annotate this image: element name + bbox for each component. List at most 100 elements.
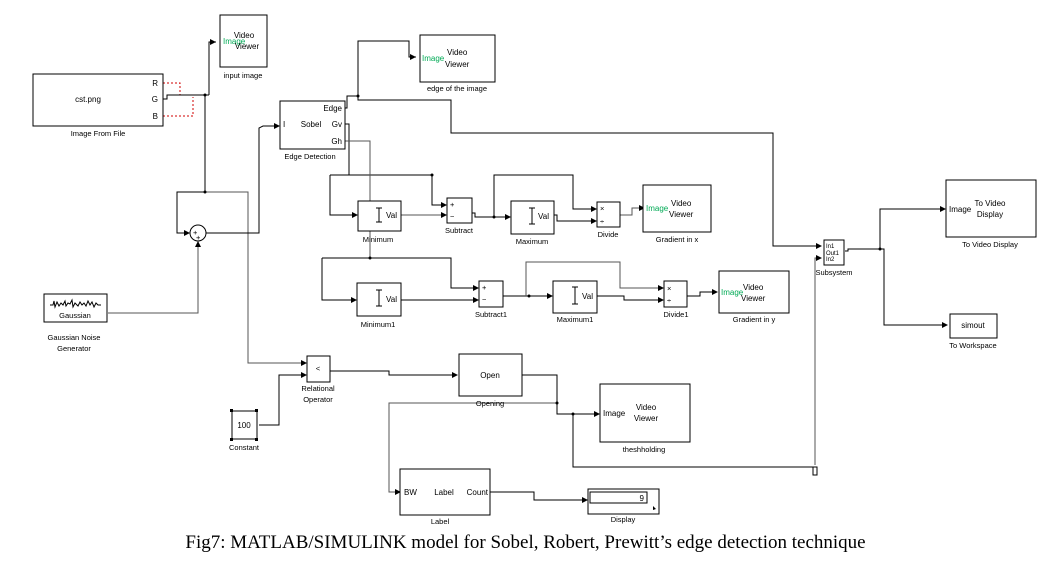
port-image: Image bbox=[721, 288, 744, 297]
port-bw: BW bbox=[404, 488, 417, 497]
image-from-file-block[interactable]: cst.png R G B Image From File bbox=[32, 73, 164, 138]
junction-dots bbox=[203, 93, 882, 416]
block-label: Subtract bbox=[445, 226, 474, 235]
block-label: Subtract1 bbox=[475, 310, 507, 319]
svg-text:Val: Val bbox=[386, 211, 397, 220]
svg-text:Val: Val bbox=[582, 292, 593, 301]
edge-detection-block[interactable]: I Sobel Edge Gv Gh Edge Detection bbox=[279, 100, 346, 161]
input-image-viewer-block[interactable]: Video Image Viewer input image bbox=[219, 14, 268, 80]
svg-text:+: + bbox=[193, 228, 198, 237]
figure-caption: Fig7: MATLAB/SIMULINK model for Sobel, R… bbox=[185, 532, 866, 553]
display-value: 9 bbox=[640, 494, 645, 503]
block-label: Display bbox=[611, 515, 636, 524]
wire-to-video-display bbox=[879, 208, 942, 249]
svg-text:Viewer: Viewer bbox=[445, 60, 470, 69]
subtract-block[interactable]: + − Subtract bbox=[445, 197, 474, 235]
block-label: Image From File bbox=[71, 129, 126, 138]
svg-text:Video: Video bbox=[447, 48, 468, 57]
to-video-display-block[interactable]: Image To Video Display To Video Display bbox=[945, 179, 1037, 249]
svg-text:×: × bbox=[600, 204, 604, 213]
svg-text:Val: Val bbox=[386, 295, 397, 304]
wire-gv-out bbox=[345, 123, 350, 175]
svg-text:Video: Video bbox=[743, 283, 764, 292]
gaussian-noise-block[interactable]: Gaussian Gaussian Noise Generator bbox=[43, 293, 108, 353]
svg-text:−: − bbox=[482, 295, 487, 304]
wire-max-to-div bbox=[553, 214, 593, 222]
wire-rel-to-open bbox=[330, 370, 454, 376]
port-count: Count bbox=[467, 488, 489, 497]
svg-text:100: 100 bbox=[237, 421, 251, 430]
block-label: Divide1 bbox=[663, 310, 688, 319]
divide-block[interactable]: × ÷ Divide bbox=[596, 201, 621, 239]
relational-operator-block[interactable]: < Relational Operator bbox=[301, 355, 335, 404]
svg-text:To Video: To Video bbox=[975, 199, 1007, 208]
block-label: Label bbox=[431, 517, 450, 526]
port-image: Image bbox=[422, 54, 445, 63]
gradient-y-viewer-block[interactable]: Video Image Viewer Gradient in y bbox=[718, 270, 790, 324]
port-edge: Edge bbox=[323, 104, 342, 113]
block-label: Maximum1 bbox=[557, 315, 594, 324]
svg-text:+: + bbox=[482, 283, 487, 292]
port-b: B bbox=[153, 112, 158, 121]
svg-text:Viewer: Viewer bbox=[669, 210, 694, 219]
constant-block[interactable]: 100 Constant bbox=[229, 409, 260, 452]
divide1-block[interactable]: × ÷ Divide1 bbox=[663, 280, 689, 319]
wire-terminator-stub bbox=[812, 466, 818, 476]
port-image: Image bbox=[646, 204, 669, 213]
noise-waveform-icon bbox=[50, 298, 101, 309]
port-g: G bbox=[152, 95, 158, 104]
wire-thresh-to-in2 bbox=[814, 257, 818, 465]
wire-sub-to-div bbox=[493, 174, 593, 217]
minimum-block[interactable]: Val Minimum bbox=[357, 200, 402, 244]
svg-text:Label: Label bbox=[434, 488, 454, 497]
wire-g-out bbox=[163, 94, 209, 100]
subsystem-block[interactable]: In1 Out1 In2 Subsystem bbox=[815, 239, 853, 277]
wire-div1-to-viewer bbox=[687, 291, 714, 297]
threshholding-viewer-block[interactable]: Image Video Viewer theshholding bbox=[599, 383, 691, 454]
block-label: theshholding bbox=[623, 445, 666, 454]
svg-text:Viewer: Viewer bbox=[235, 42, 260, 51]
block-label-2: Generator bbox=[57, 344, 91, 353]
range-icon bbox=[376, 289, 382, 307]
port-image: Image bbox=[223, 37, 246, 46]
display-block[interactable]: 9 Display bbox=[587, 488, 660, 524]
label-block[interactable]: BW Label Count Label bbox=[399, 468, 491, 526]
port-i: I bbox=[283, 120, 285, 129]
block-label: input image bbox=[224, 71, 263, 80]
subtract1-block[interactable]: + − Subtract1 bbox=[475, 280, 507, 319]
svg-text:In2: In2 bbox=[826, 257, 835, 263]
sum-block[interactable]: + + bbox=[189, 224, 207, 242]
gradient-x-viewer-block[interactable]: Video Image Viewer Gradient in x bbox=[642, 184, 712, 244]
svg-text:Val: Val bbox=[538, 212, 549, 221]
svg-text:−: − bbox=[450, 212, 455, 221]
to-workspace-block[interactable]: simout To Workspace bbox=[949, 313, 998, 350]
port-gh: Gh bbox=[331, 137, 342, 146]
minimum1-block[interactable]: Val Minimum1 bbox=[356, 282, 402, 329]
edge-viewer-block[interactable]: Video Image Viewer edge of the image bbox=[419, 34, 496, 93]
wire-gaussian-to-sum bbox=[108, 245, 199, 314]
block-label: Gaussian Noise bbox=[48, 333, 101, 342]
block-label: Gradient in x bbox=[656, 235, 699, 244]
svg-text:Video: Video bbox=[671, 199, 692, 208]
svg-text:simout: simout bbox=[961, 321, 985, 330]
port-image: Image bbox=[603, 409, 626, 418]
image-file-name: cst.png bbox=[75, 95, 101, 104]
block-label: Relational bbox=[301, 384, 335, 393]
maximum1-block[interactable]: Val Maximum1 bbox=[552, 280, 598, 324]
svg-text:×: × bbox=[667, 284, 671, 293]
wire-const-to-rel bbox=[259, 374, 303, 426]
block-label: To Video Display bbox=[962, 240, 1018, 249]
opening-block[interactable]: Open Opening bbox=[458, 353, 523, 408]
wire-r-terminator bbox=[163, 82, 184, 96]
block-label: Minimum bbox=[363, 235, 393, 244]
svg-text:Display: Display bbox=[977, 210, 1003, 219]
svg-text:+: + bbox=[196, 233, 201, 242]
block-label: Minimum1 bbox=[361, 320, 396, 329]
maximum-block[interactable]: Val Maximum bbox=[510, 200, 555, 246]
wire-sum-loop bbox=[176, 191, 205, 234]
wire-to-workspace bbox=[880, 248, 944, 326]
wire-row1-bus bbox=[330, 174, 443, 206]
svg-text:In1: In1 bbox=[826, 244, 835, 250]
wire-sub1-to-div1 bbox=[525, 261, 660, 296]
wire-edge-out bbox=[345, 95, 358, 109]
